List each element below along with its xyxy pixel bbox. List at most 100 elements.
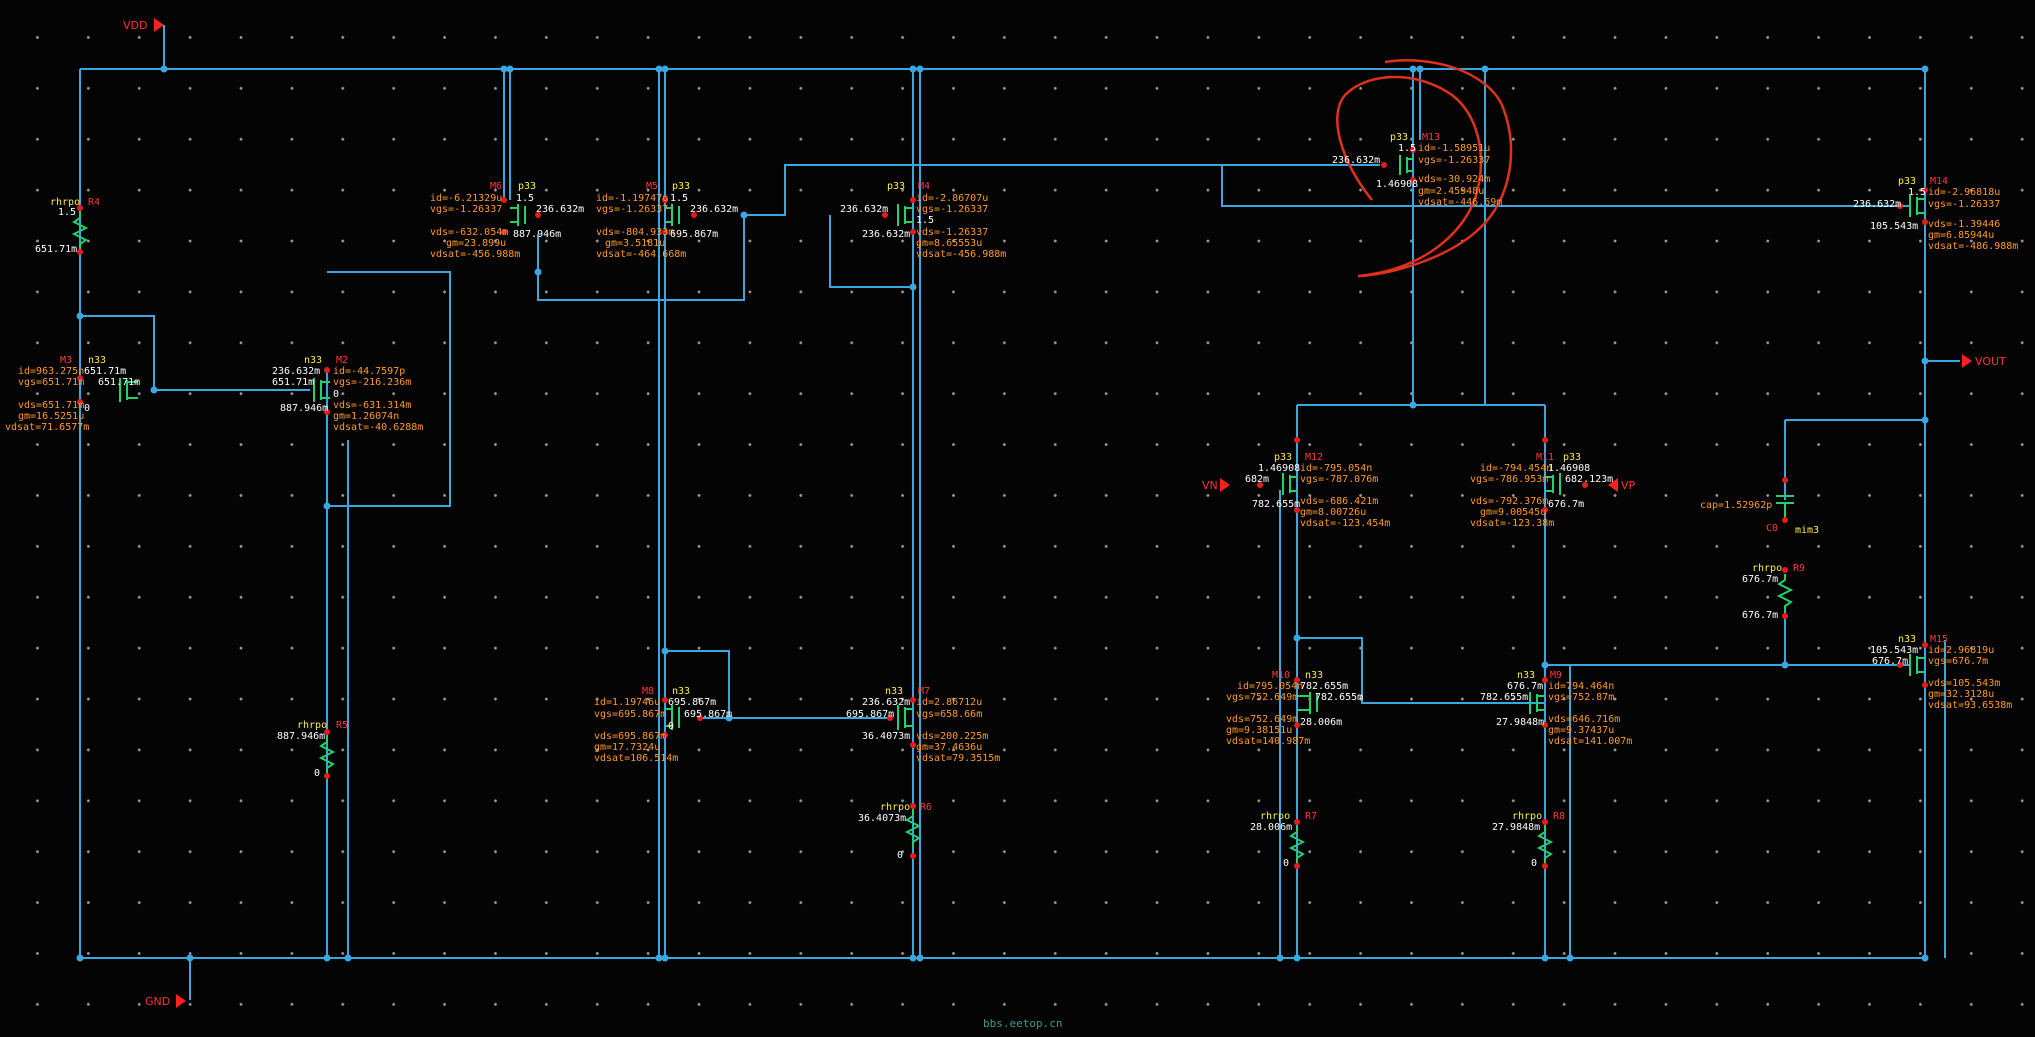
- m2-model: n33: [304, 355, 323, 366]
- m11-name: M11: [1536, 452, 1555, 463]
- port-vout-label: VOUT: [1975, 355, 2006, 368]
- m10-vd: 782.655m: [1300, 681, 1349, 692]
- r9-name: R9: [1793, 563, 1806, 574]
- r9-top: 676.7m: [1742, 574, 1779, 585]
- m2-vg: 651.71m: [272, 377, 315, 388]
- m9-gm: gm=9.37437u: [1548, 725, 1615, 736]
- m11-gm: gm=9.00545u: [1480, 507, 1547, 518]
- m5-id: id=-1.19747u: [596, 193, 669, 204]
- transistor-m3-symbol[interactable]: [77, 375, 138, 405]
- m10-vg: 782.655m: [1315, 692, 1364, 703]
- m4-model: p33: [887, 181, 906, 192]
- m15-model: n33: [1898, 634, 1917, 645]
- m15-vg: 676.7m: [1872, 656, 1909, 667]
- transistor-m4-symbol[interactable]: [882, 197, 916, 235]
- port-vn-label: VN: [1202, 479, 1218, 492]
- m3-vdsat: vdsat=71.6577m: [5, 422, 90, 433]
- m8-vdsat: vdsat=106.514m: [594, 753, 679, 764]
- port-gnd-flag-icon[interactable]: [176, 994, 186, 1008]
- resistor-r7-symbol[interactable]: [1288, 819, 1306, 869]
- m9-vdsat: vdsat=141.007m: [1548, 736, 1633, 747]
- r7-model: rhrpo: [1260, 811, 1291, 822]
- c0-name: C0: [1766, 523, 1779, 534]
- m6-vds: vds=-632.054m: [430, 227, 509, 238]
- m10-model: n33: [1305, 670, 1324, 681]
- m2-vgs: vgs=-216.236m: [333, 377, 412, 388]
- m14-name: M14: [1930, 176, 1949, 187]
- transistor-m8-symbol[interactable]: [662, 697, 703, 738]
- port-vout-flag-icon[interactable]: [1962, 354, 1972, 368]
- m12-vds: vds=-686.421m: [1300, 496, 1379, 507]
- port-vp-label: VP: [1621, 479, 1636, 492]
- m14-vds: vds=-1.39446: [1928, 219, 2001, 230]
- m13-model: p33: [1390, 132, 1409, 143]
- m3-vgs: vgs=651.71m: [18, 377, 85, 388]
- resistor-r5-symbol[interactable]: [318, 729, 336, 779]
- m3-name: M3: [60, 355, 73, 366]
- m8-gm: gm=17.7324u: [594, 742, 661, 753]
- m2-vds: vds=-631.314m: [333, 400, 412, 411]
- m15-gm: gm=32.3128u: [1928, 689, 1995, 700]
- resistor-r8-symbol[interactable]: [1536, 819, 1554, 869]
- transistor-m9-symbol[interactable]: [1529, 677, 1548, 728]
- r6-name: R6: [920, 802, 933, 813]
- m6-model: p33: [518, 181, 537, 192]
- m9-model: n33: [1517, 670, 1536, 681]
- m14-vgs: vgs=-1.26337: [1928, 199, 2001, 210]
- m5-model: p33: [672, 181, 691, 192]
- port-vp-flag-icon[interactable]: [1608, 478, 1618, 492]
- transistor-m12-symbol[interactable]: [1257, 437, 1300, 513]
- transistor-m10-symbol[interactable]: [1294, 677, 1318, 728]
- port-gnd-label: GND: [145, 995, 171, 1008]
- m8-vg: 695.867m: [684, 709, 733, 720]
- m7-vs: 36.4073m: [862, 731, 911, 742]
- capacitor-c0-symbol[interactable]: [1776, 477, 1794, 523]
- m13-name: M13: [1422, 132, 1441, 143]
- m4-vgs: vgs=-1.26337: [916, 204, 989, 215]
- m4-gm: gm=8.65553u: [916, 238, 983, 249]
- port-vn-flag-icon[interactable]: [1220, 478, 1230, 492]
- resistor-r4-symbol[interactable]: [71, 205, 89, 255]
- m5-gm: gm=3.5181u: [605, 238, 666, 249]
- r7-top: 28.006m: [1250, 822, 1293, 833]
- m5-vd: 695.867m: [670, 229, 719, 240]
- transistor-m11-symbol[interactable]: [1542, 437, 1588, 513]
- transistor-m14-symbol[interactable]: [1897, 187, 1928, 225]
- m4-vb: 1.5: [916, 215, 935, 226]
- m9-vg: 782.655m: [1480, 692, 1529, 703]
- transistor-m5-symbol[interactable]: [662, 197, 697, 235]
- transistor-m15-symbol[interactable]: [1897, 642, 1928, 688]
- m6-gm: gm=23.899u: [446, 238, 507, 249]
- m3-model: n33: [88, 355, 107, 366]
- m13-vg: 236.632m: [1332, 155, 1381, 166]
- m2-vb: 0: [333, 389, 340, 400]
- m13-gm: gm=2.45948u: [1418, 186, 1485, 197]
- m14-id: id=-2.96818u: [1928, 187, 2001, 198]
- m11-id: id=-794.454n: [1480, 463, 1553, 474]
- transistor-m6-symbol[interactable]: [501, 197, 541, 235]
- transistor-m13-symbol[interactable]: [1381, 147, 1416, 183]
- m7-vdsat: vdsat=79.3515m: [916, 753, 1001, 764]
- m2-vdsat: vdsat=-40.6288m: [333, 422, 424, 433]
- m5-name: M5: [646, 181, 659, 192]
- port-vdd-flag-icon[interactable]: [154, 18, 164, 32]
- transistor-m2-symbol[interactable]: [313, 367, 330, 415]
- m11-vgs: vgs=-786.953m: [1470, 474, 1549, 485]
- m12-name: M12: [1305, 452, 1324, 463]
- m7-vg: 695.867m: [846, 709, 895, 720]
- m14-model: p33: [1898, 176, 1917, 187]
- m9-id: id=794.464n: [1548, 681, 1615, 692]
- m9-vgs: vgs=752.87m: [1548, 692, 1615, 703]
- m15-vgs: vgs=676.7m: [1928, 656, 1989, 667]
- r5-name: R5: [336, 720, 349, 731]
- transistor-m7-symbol[interactable]: [887, 697, 916, 748]
- m9-name: M9: [1550, 670, 1563, 681]
- m8-vds: vds=695.867m: [594, 731, 667, 742]
- m3-gm: gm=16.5251u: [18, 411, 85, 422]
- resistor-r9-symbol[interactable]: [1776, 567, 1794, 619]
- m5-vg: 236.632m: [690, 204, 739, 215]
- resistor-r6-symbol[interactable]: [904, 803, 922, 859]
- r8-model: rhrpo: [1512, 811, 1543, 822]
